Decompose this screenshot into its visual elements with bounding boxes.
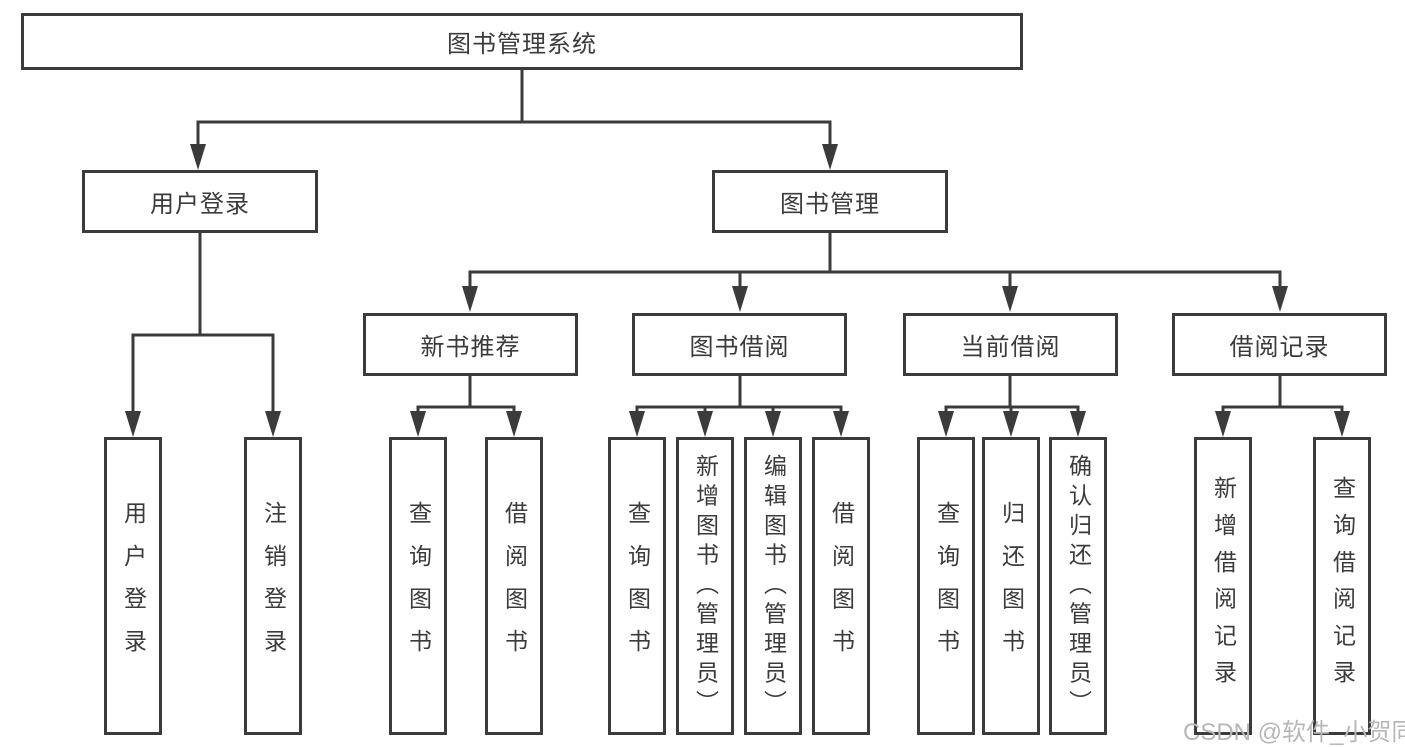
node-label: 查询图书	[405, 500, 432, 672]
node-root: 图书管理系统	[21, 13, 1023, 70]
node-logout-leaf: 注销登录	[244, 437, 302, 735]
node-current-query-book: 查询图书	[917, 437, 975, 735]
node-label: 查询图书	[624, 500, 651, 672]
node-label: 用户登录	[150, 191, 250, 218]
node-book-borrow: 图书借阅	[632, 313, 847, 376]
node-label: 编辑图书（管理员）	[760, 453, 787, 719]
node-record-add-leaf: 新增借阅记录	[1194, 437, 1252, 735]
node-label: 新书推荐	[420, 334, 521, 361]
node-label: 查询图书	[933, 500, 960, 672]
node-label: 当前借阅	[960, 334, 1061, 361]
node-borrow-record: 借阅记录	[1172, 313, 1387, 376]
node-current-confirm-return: 确认归还（管理员）	[1049, 437, 1107, 735]
tree-lines	[131, 70, 1344, 413]
node-borrow-edit-book: 编辑图书（管理员）	[744, 437, 802, 735]
node-recommend-borrow-book: 借阅图书	[485, 437, 543, 735]
node-label: 新增图书（管理员）	[692, 453, 719, 719]
node-recommend-query-book: 查询图书	[389, 437, 447, 735]
node-label: 归还图书	[998, 500, 1025, 672]
node-label: 图书借阅	[689, 334, 790, 361]
node-borrow-query-book: 查询图书	[608, 437, 666, 735]
node-label: 借阅图书	[501, 500, 528, 672]
node-borrow-borrow-book: 借阅图书	[812, 437, 870, 735]
node-label: 用户登录	[120, 500, 147, 672]
node-label: 确认归还（管理员）	[1065, 453, 1092, 719]
node-user-login-leaf: 用户登录	[104, 437, 162, 735]
node-current-borrow: 当前借阅	[903, 313, 1118, 376]
node-record-query-leaf: 查询借阅记录	[1313, 437, 1371, 735]
node-borrow-add-book: 新增图书（管理员）	[676, 437, 734, 735]
node-label: 注销登录	[260, 500, 287, 672]
node-book-management: 图书管理	[712, 170, 948, 233]
node-user-login: 用户登录	[82, 170, 318, 233]
node-label: 新增借阅记录	[1210, 475, 1237, 697]
node-label: 图书管理系统	[447, 31, 597, 58]
node-label: 借阅图书	[828, 500, 855, 672]
watermark: CSDN @软件_小贺同学	[1183, 719, 1405, 746]
node-current-return-book: 归还图书	[982, 437, 1040, 735]
arrowhead-icons	[125, 144, 1350, 437]
node-label: 图书管理	[780, 191, 880, 218]
node-new-book-recommend: 新书推荐	[363, 313, 578, 376]
node-label: 借阅记录	[1229, 334, 1330, 361]
node-label: 查询借阅记录	[1329, 475, 1356, 697]
